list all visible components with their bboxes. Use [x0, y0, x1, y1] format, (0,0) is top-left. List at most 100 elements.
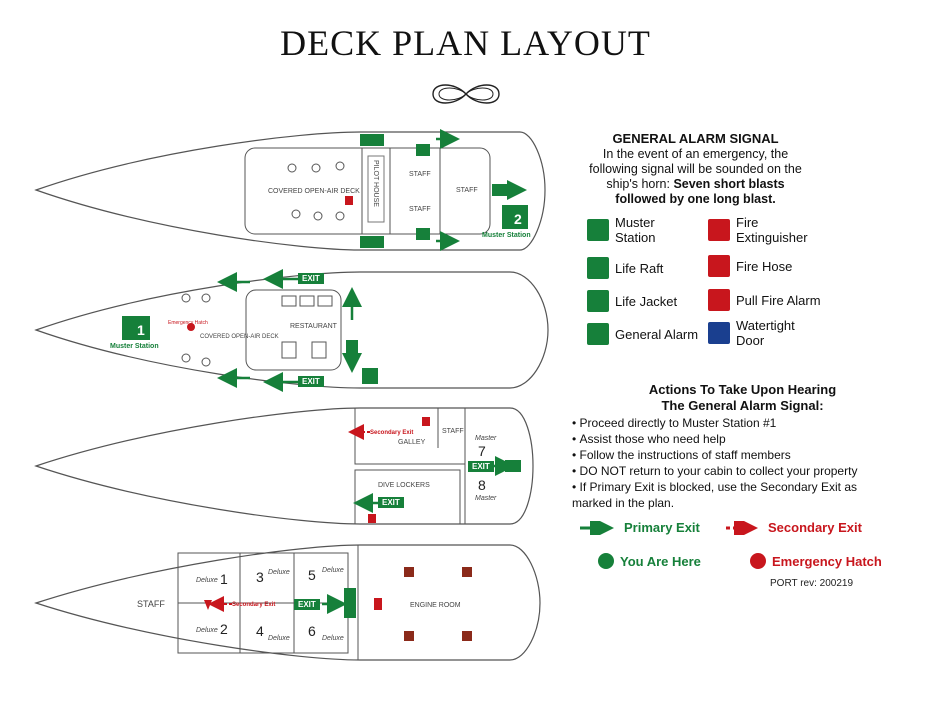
restaurant-area	[245, 289, 342, 371]
exit-sign	[298, 376, 324, 387]
key-label: You Are Here	[620, 553, 701, 569]
covered-deck-label: COVERED OPEN-AIR DECK	[200, 334, 279, 340]
muster-station-2-number: 2	[514, 211, 522, 227]
cabin-8-number: 8	[478, 477, 486, 493]
alarm-heading: GENERAL ALARM SIGNAL	[612, 131, 779, 146]
exit-sign-top: EXIT	[302, 274, 320, 283]
primary-exit-arrow-icon	[580, 520, 614, 535]
emergency-hatch-marker	[187, 323, 195, 331]
muster-station-1-label: Muster Station	[110, 343, 159, 350]
muster-station-2-label: Muster Station	[482, 232, 531, 239]
deck-1: COVERED OPEN-AIR DECK PILOT HOUSE STAFF …	[34, 129, 546, 251]
life-raft-icon	[587, 257, 609, 279]
cabin-3-label: Deluxe	[268, 569, 290, 576]
legend-label: Muster Station	[615, 215, 656, 245]
cabin-2-number: 2	[220, 621, 228, 637]
key-primary-exit: Primary Exit	[578, 520, 700, 535]
cabin-1-label: Deluxe	[196, 577, 218, 584]
restaurant-label: RESTAURANT	[290, 323, 338, 330]
key-emergency-hatch: Emergency Hatch	[750, 553, 882, 569]
deck-3-hull	[34, 407, 534, 525]
life-jacket-icon	[587, 290, 609, 312]
cabin-5-number: 5	[308, 567, 316, 583]
decorative-flourish	[432, 84, 500, 104]
legend-fire-extinguisher: Fire Extinguisher	[708, 215, 816, 245]
legend-fire-hose: Fire Hose	[708, 255, 792, 277]
deck-2: RESTAURANT COVERED OPEN-AIR DECK EXIT EX…	[34, 269, 549, 392]
muster-station-icon	[587, 219, 609, 241]
life-raft-icon	[416, 144, 430, 156]
key-secondary-exit: Secondary Exit	[724, 520, 862, 535]
engine-markers	[404, 567, 472, 641]
cabin-7-number: 7	[478, 443, 486, 459]
watertight-door-icon	[708, 322, 730, 344]
cabin-4-label: Deluxe	[268, 635, 290, 642]
deck-chairs	[287, 161, 345, 221]
covered-deck-label: COVERED OPEN-AIR DECK	[268, 188, 360, 195]
cabin-4-number: 4	[256, 623, 264, 639]
stairs	[346, 340, 378, 384]
actions-heading-line2: The General Alarm Signal:	[661, 398, 824, 413]
exit-sign	[378, 497, 404, 508]
engine-room-label: ENGINE ROOM	[410, 602, 461, 609]
staff-label-3: STAFF	[456, 187, 478, 194]
key-label: Emergency Hatch	[772, 553, 882, 569]
legend-life-jacket: Life Jacket	[587, 290, 677, 312]
staff-label-1: STAFF	[409, 171, 431, 178]
general-alarm-icon	[587, 323, 609, 345]
legend-muster-station: Muster Station	[587, 215, 675, 245]
secondary-exit-arrow-icon	[726, 520, 758, 535]
exit-sign	[298, 273, 324, 284]
cabin-6-label: Deluxe	[322, 635, 344, 642]
you-are-here-dot	[598, 553, 614, 569]
cabin-1-number: 1	[220, 571, 228, 587]
legend-label: Life Jacket	[615, 293, 678, 309]
alarm-description: In the event of an emergency, the follow…	[588, 147, 803, 207]
cabin-7-label: Master	[475, 435, 497, 442]
dive-lockers-label: DIVE LOCKERS	[378, 482, 430, 489]
legend-life-raft: Life Raft	[587, 257, 663, 279]
action-item: DO NOT return to your cabin to collect y…	[572, 463, 892, 479]
legend-label: Life Raft	[615, 260, 664, 276]
muster-station-1-number: 1	[137, 322, 145, 338]
page-title: DECK PLAN LAYOUT	[280, 23, 651, 63]
deck-4: STAFF ENGINE ROOM Deluxe 1 3 Deluxe 5 De…	[34, 544, 541, 661]
cabin-8-label: Master	[475, 495, 497, 502]
pilot-house	[367, 155, 385, 223]
life-raft-icon	[416, 228, 430, 240]
action-item: Assist those who need help	[572, 431, 892, 447]
fire-hose-icon	[708, 255, 730, 277]
secondary-exit-label: Secondary Exit	[370, 430, 413, 436]
alarm-signal: Seven short blasts followed by one long …	[615, 177, 785, 206]
legend-label: Fire Extinguisher	[736, 215, 808, 245]
muster-station-2-sign	[502, 205, 528, 229]
you-are-here-marker	[204, 600, 212, 610]
emergency-hatch-dot	[750, 553, 766, 569]
legend-label: Watertight Door	[736, 318, 795, 348]
actions-heading-line1: Actions To Take Upon Hearing	[648, 382, 837, 397]
fire-extinguisher-icon	[422, 417, 430, 426]
staff-label-2: STAFF	[409, 206, 431, 213]
legend-label: Pull Fire Alarm	[736, 292, 821, 308]
exit-sign	[294, 599, 320, 610]
action-item: Follow the instructions of staff members	[572, 447, 892, 463]
actions-list: Proceed directly to Muster Station #1 As…	[572, 415, 892, 511]
cabin-6-number: 6	[308, 623, 316, 639]
deck-4-hull	[34, 544, 541, 661]
action-item: Proceed directly to Muster Station #1	[572, 415, 892, 431]
legend-label: General Alarm	[615, 326, 699, 342]
stairs	[360, 134, 512, 248]
exit-sign-bottom: EXIT	[302, 377, 320, 386]
deck-1-hull	[34, 131, 546, 251]
staff-label: STAFF	[442, 428, 464, 435]
pull-fire-alarm-icon	[708, 289, 730, 311]
staff-label: STAFF	[137, 599, 165, 609]
exit-sign-middle: EXIT	[382, 498, 400, 507]
pilot-house-label: PILOT HOUSE	[372, 160, 379, 207]
key-label: Secondary Exit	[768, 520, 862, 535]
galley-label: GALLEY	[398, 439, 426, 446]
key-label: Primary Exit	[624, 520, 700, 535]
restaurant-tables	[281, 295, 333, 359]
fire-extinguisher-icon	[374, 598, 382, 610]
